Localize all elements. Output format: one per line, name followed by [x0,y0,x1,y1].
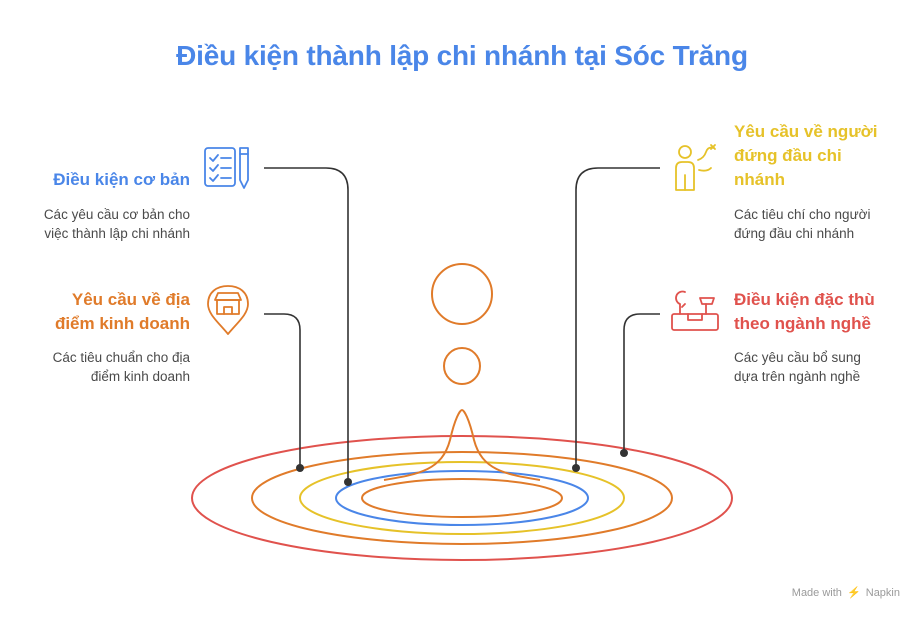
ring-inner-orange [361,478,563,518]
made-with-credit[interactable]: Made with ⚡ Napkin [792,586,900,599]
splash-drop [383,408,541,481]
head-heading-line-2: đứng đầu chi [734,146,842,165]
page-title: Điều kiện thành lập chi nhánh tại Sóc Tr… [176,40,748,71]
ring-orange [251,451,673,545]
head-desc-line-2: đứng đầu chi nhánh [734,226,855,241]
connector-dot-head [572,464,580,472]
ring-yellow [299,461,625,535]
droplet-small [443,347,481,385]
toolbox-icon [671,290,719,331]
connector-basic [264,167,349,482]
connector-industry [623,313,660,453]
ring-outer-red [191,435,733,561]
person-goal-icon [675,144,716,191]
head-description: Các tiêu chí cho người đứng đầu chi nhán… [734,205,914,243]
napkin-brand: Napkin [865,587,900,599]
basic-desc-line-1: Các yêu cầu cơ bản cho [43,207,190,222]
industry-heading: Điều kiện đặc thù theo ngành nghề [734,288,914,336]
location-heading-line-2: điểm kinh doanh [54,314,190,333]
location-heading-line-1: Yêu cầu về địa [71,290,190,309]
basic-desc-line-2: việc thành lập chi nhánh [44,226,190,241]
ring-blue [335,470,589,526]
head-desc-line-1: Các tiêu chí cho người [734,207,871,222]
location-desc-line-1: Các tiêu chuẩn cho địa [52,350,190,365]
connector-dot-basic [344,478,352,486]
checklist-pen-icon [204,147,249,189]
industry-desc-line-2: dựa trên ngành nghề [734,369,861,384]
head-heading-line-3: nhánh [734,170,785,189]
basic-heading: Điều kiện cơ bản [53,170,190,189]
connector-dot-location [296,464,304,472]
connector-location [264,313,301,468]
industry-desc-line-1: Các yêu cầu bổ sung [734,350,861,365]
connector-head [575,167,660,468]
location-heading: Yêu cầu về địa điểm kinh doanh [20,288,190,336]
industry-description: Các yêu cầu bổ sung dựa trên ngành nghề [734,348,914,386]
store-location-icon [207,285,249,335]
basic-description: Các yêu cầu cơ bản cho việc thành lập ch… [20,205,190,243]
location-description: Các tiêu chuẩn cho địa điểm kinh doanh [20,348,190,386]
industry-heading-line-1: Điều kiện đặc thù [734,290,875,309]
head-heading-line-1: Yêu cầu về người [734,122,878,141]
head-heading: Yêu cầu về người đứng đầu chi nhánh [734,120,914,192]
location-desc-line-2: điểm kinh doanh [90,369,190,384]
industry-heading-line-2: theo ngành nghề [734,314,871,333]
made-with-label: Made with [791,587,842,599]
napkin-logo-icon: ⚡ [846,587,861,599]
connector-dot-industry [620,449,628,457]
droplet-large [431,263,493,325]
